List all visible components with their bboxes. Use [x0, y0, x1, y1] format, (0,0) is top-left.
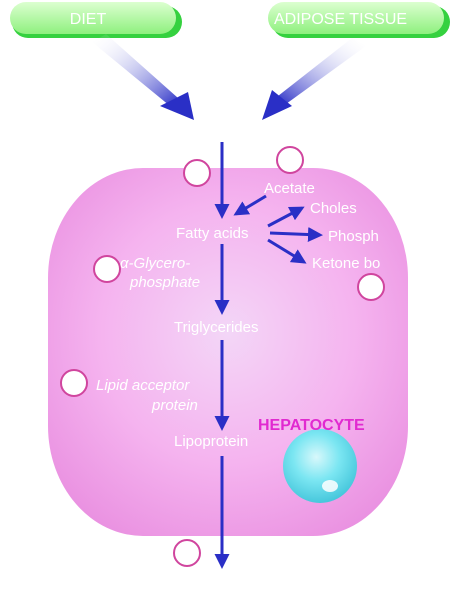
diet-label: DIET	[70, 11, 107, 28]
adipose-influx-arrow	[262, 38, 366, 120]
arrow-to-cholesterol	[267, 206, 305, 228]
adipose-tissue-label: ADIPOSE TISSUE	[274, 11, 407, 28]
marker-circle	[276, 146, 304, 174]
lipoprotein-label: Lipoprotein	[174, 433, 248, 450]
hepatocyte-cell	[48, 168, 408, 536]
triglycerides-label: Triglycerides	[174, 319, 258, 336]
marker-circle	[60, 369, 88, 397]
phospholipids-label: Phosph	[328, 228, 379, 245]
adipose-tissue-source: ADIPOSE TISSUE	[268, 2, 450, 38]
arrow-to-ketone-bodies	[267, 238, 307, 264]
glycerophosphate-label-line1: α-Glycero-	[120, 255, 190, 272]
marker-circle	[183, 159, 211, 187]
diet-source: DIET	[10, 2, 182, 38]
cholesterol-label: Choles	[310, 200, 357, 217]
marker-circle	[93, 255, 121, 283]
hepatocyte-label: HEPATOCYTE	[258, 417, 365, 434]
ketone-bodies-label: Ketone bo	[312, 255, 380, 272]
arrow-to-phospholipids	[269, 227, 323, 243]
diet-influx-arrow	[92, 34, 194, 120]
marker-circle	[357, 273, 385, 301]
glycerophosphate-label-line2: phosphate	[129, 274, 200, 291]
lipid-acceptor-label-line2: protein	[151, 397, 198, 414]
acetate-label: Acetate	[264, 180, 315, 197]
nucleus	[283, 429, 357, 503]
lipid-acceptor-label-line1: Lipid acceptor	[96, 377, 190, 394]
marker-circle	[173, 539, 201, 567]
arrow-acetate-to-fatty-acids	[233, 194, 267, 216]
fatty-acids-label: Fatty acids	[176, 225, 249, 242]
